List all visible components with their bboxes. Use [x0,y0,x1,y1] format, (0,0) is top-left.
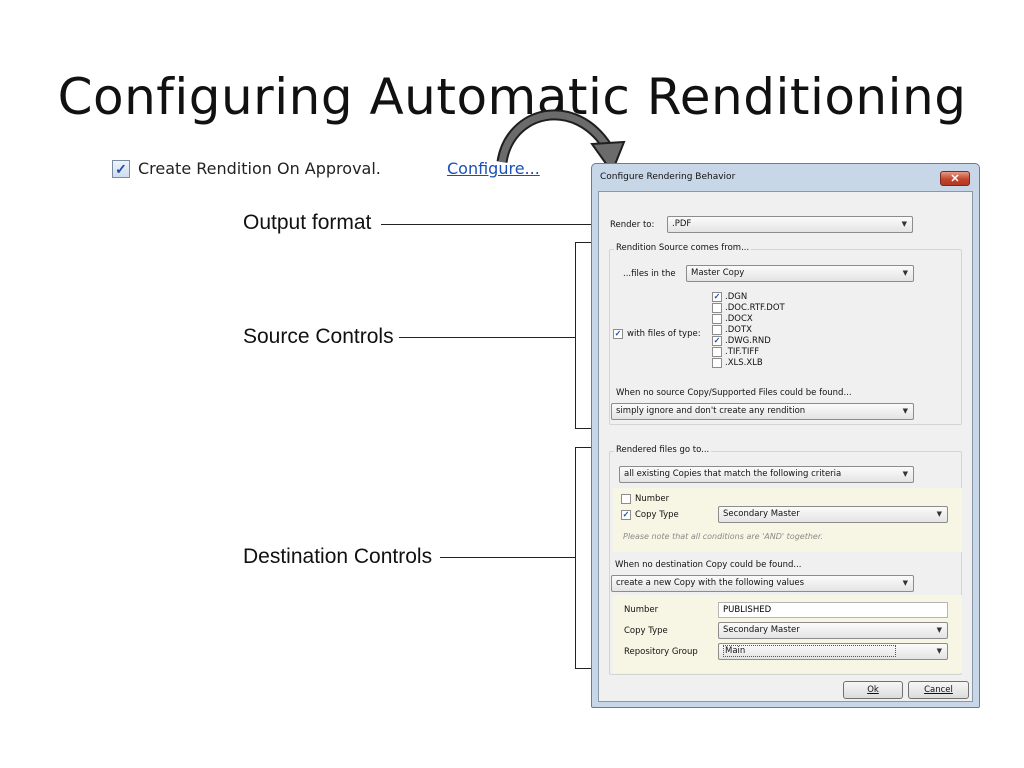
no-destination-value: create a new Copy with the following val… [616,578,805,588]
source-controls-annotation: Source Controls [243,325,394,348]
no-destination-label: When no destination Copy could be found.… [615,560,802,570]
close-button[interactable]: ✕ [940,171,970,186]
dialog-title: Configure Rendering Behavior [600,172,736,182]
files-in-value: Master Copy [691,268,745,278]
file-type-checkbox-xls[interactable] [712,358,722,368]
files-in-select[interactable]: Master Copy ▼ [686,265,914,282]
new-copy-copy-type-value: Secondary Master [723,625,800,635]
file-type-checkbox-dotx[interactable] [712,325,722,335]
no-source-value: simply ignore and don't create any rendi… [616,406,806,416]
destination-group-label: Rendered files go to... [614,445,712,455]
destination-target-select[interactable]: all existing Copies that match the follo… [619,466,914,483]
source-bracket-top [575,242,605,243]
create-rendition-label: Create Rendition On Approval. [138,159,381,178]
render-to-select[interactable]: .PDF ▼ [667,216,913,233]
new-copy-repo-group-value: Main [723,645,897,657]
ok-button[interactable]: Ok [843,681,903,699]
destination-controls-annotation: Destination Controls [243,545,433,568]
criteria-copy-type-value: Secondary Master [723,509,800,519]
render-to-value: .PDF [672,219,692,229]
chevron-down-icon: ▼ [936,510,942,518]
new-copy-copy-type-select[interactable]: Secondary Master ▼ [718,622,948,639]
slide-title: Configuring Automatic Renditioning [57,68,967,126]
criteria-note: Please note that all conditions are 'AND… [623,532,823,541]
source-controls-connector [399,337,575,338]
destination-target-value: all existing Copies that match the follo… [624,469,842,479]
destination-controls-bracket [575,447,576,668]
new-copy-number-label: Number [624,605,659,615]
destination-group: Rendered files go to... all existing Cop… [609,445,962,675]
file-type-label: .XLS.XLB [725,358,763,368]
source-group-label: Rendition Source comes from... [614,243,752,253]
destination-bracket-bottom [575,668,605,669]
chevron-down-icon: ▼ [901,220,907,228]
destination-controls-connector [440,557,575,558]
curved-arrow-icon [496,109,626,175]
no-source-label: When no source Copy/Supported Files coul… [616,388,852,398]
output-format-annotation: Output format [243,211,372,234]
criteria-copy-type-checkbox[interactable]: ✓ [621,510,631,520]
new-copy-repo-group-label: Repository Group [624,647,698,657]
source-group: Rendition Source comes from... ...files … [609,243,962,425]
cancel-button[interactable]: Cancel [908,681,969,699]
file-type-checkbox-dwg[interactable]: ✓ [712,336,722,346]
file-type-checkbox-docx[interactable] [712,314,722,324]
render-to-label: Render to: [610,220,655,230]
files-in-label: ...files in the [623,269,676,279]
create-rendition-checkbox[interactable]: ✓ [112,160,130,178]
chevron-down-icon: ▼ [902,407,908,415]
file-type-checkbox-tif[interactable] [712,347,722,357]
file-type-label: .DWG.RND [725,336,771,346]
configure-link[interactable]: Configure... [447,159,540,178]
chevron-down-icon: ▼ [902,470,908,478]
with-files-label: with files of type: [627,329,701,339]
new-copy-repo-group-select[interactable]: Main ▼ [718,643,948,660]
criteria-number-checkbox[interactable] [621,494,631,504]
criteria-copy-type-select[interactable]: Secondary Master ▼ [718,506,948,523]
file-type-label: .DGN [725,292,748,302]
file-type-label: .DOCX [725,314,753,324]
chevron-down-icon: ▼ [902,579,908,587]
new-copy-copy-type-label: Copy Type [624,626,668,636]
file-type-label: .TIF.TIFF [725,347,760,357]
file-type-checkbox-dgn[interactable]: ✓ [712,292,722,302]
destination-bracket-top [575,447,605,448]
new-copy-number-input[interactable]: PUBLISHED [718,602,948,618]
file-type-label: .DOC.RTF.DOT [725,303,785,313]
new-copy-panel: Number PUBLISHED Copy Type Secondary Mas… [613,595,962,673]
dialog-client-area: Render to: .PDF ▼ Rendition Source comes … [598,191,973,702]
file-type-label: .DOTX [725,325,752,335]
source-bracket-bottom [575,428,605,429]
with-files-checkbox[interactable]: ✓ [613,329,623,339]
criteria-copy-type-label: Copy Type [635,510,679,520]
no-source-select[interactable]: simply ignore and don't create any rendi… [611,403,914,420]
dialog-titlebar[interactable]: Configure Rendering Behavior ✕ [592,164,979,190]
no-destination-select[interactable]: create a new Copy with the following val… [611,575,914,592]
criteria-panel: Number ✓ Copy Type Secondary Master ▼ Ple… [613,488,962,552]
configure-rendering-dialog: Configure Rendering Behavior ✕ Render to… [591,163,980,708]
chevron-down-icon: ▼ [936,647,942,655]
chevron-down-icon: ▼ [902,269,908,277]
file-type-checkbox-doc[interactable] [712,303,722,313]
criteria-number-label: Number [635,494,670,504]
source-controls-bracket [575,242,576,428]
output-format-connector [381,224,605,225]
chevron-down-icon: ▼ [936,626,942,634]
